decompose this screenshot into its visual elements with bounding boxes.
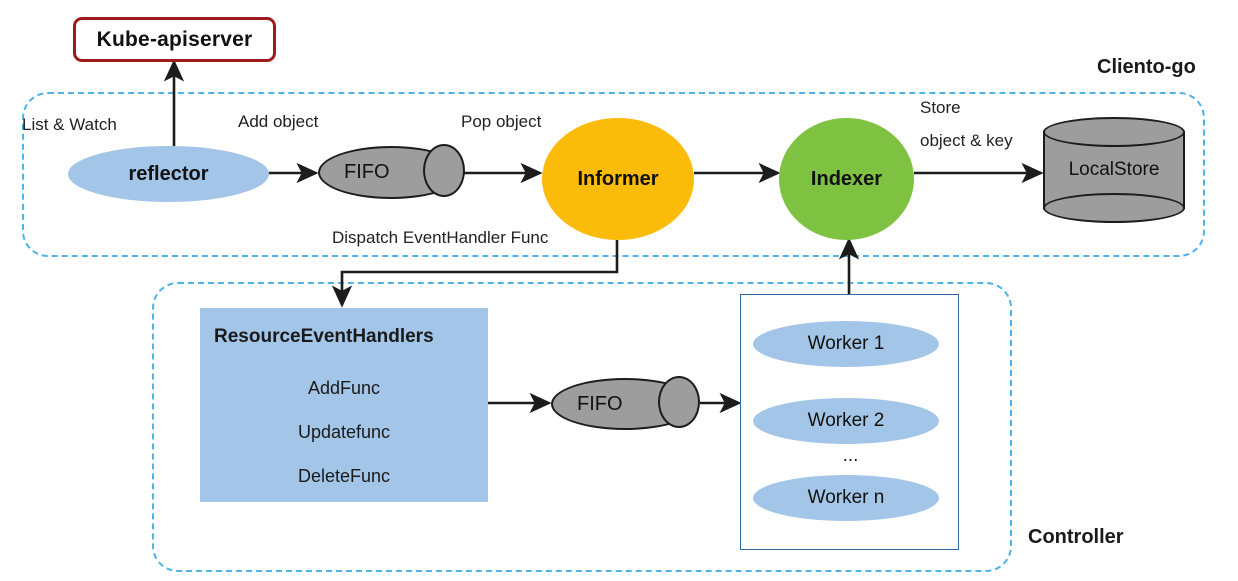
edge-label-pop-object: Pop object xyxy=(461,112,542,131)
node-kube-apiserver[interactable]: Kube-apiserver xyxy=(73,17,276,62)
worker-ellipsis: ... xyxy=(842,445,859,466)
group-label-client-go: Cliento-go xyxy=(1097,56,1196,78)
node-worker-n[interactable]: Worker n xyxy=(753,475,939,521)
node-resource-event-handlers[interactable]: ResourceEventHandlers AddFunc Updatefunc… xyxy=(200,308,488,502)
group-label-controller: Controller xyxy=(1028,526,1124,548)
node-worker-1-label: Worker 1 xyxy=(807,333,885,354)
edge-label-store-line1: Store xyxy=(920,98,961,117)
node-fifo-top-label: FIFO xyxy=(344,161,390,183)
localstore-top xyxy=(1043,117,1185,147)
node-fifo-bottom-label: FIFO xyxy=(577,392,623,415)
node-worker-n-label: Worker n xyxy=(807,487,885,508)
edge-label-list-watch: List & Watch xyxy=(22,115,117,134)
node-informer[interactable]: Informer xyxy=(542,118,694,240)
node-worker-2-label: Worker 2 xyxy=(807,410,885,431)
handlers-item-updatefunc: Updatefunc xyxy=(297,422,391,442)
node-reflector[interactable]: reflector xyxy=(68,146,269,202)
node-worker-1[interactable]: Worker 1 xyxy=(753,321,939,367)
node-indexer-label: Indexer xyxy=(810,167,883,190)
localstore-bottom xyxy=(1043,193,1185,223)
handlers-item-deletefunc: DeleteFunc xyxy=(297,466,391,486)
fifo-top-cap xyxy=(423,144,465,197)
node-localstore[interactable]: LocalStore xyxy=(1043,117,1185,223)
node-kube-apiserver-label: Kube-apiserver xyxy=(96,27,253,51)
worker-pool-box: Worker 1 Worker 2 ... Worker n xyxy=(740,294,959,550)
node-fifo-top[interactable]: FIFO xyxy=(318,144,465,199)
edge-label-store-line2: object & key xyxy=(920,131,1013,150)
node-informer-label: Informer xyxy=(577,167,659,190)
fifo-bottom-cap xyxy=(658,376,700,428)
node-fifo-bottom[interactable]: FIFO xyxy=(551,376,700,430)
edge-label-add-object: Add object xyxy=(238,112,319,131)
node-localstore-label: LocalStore xyxy=(1068,159,1160,180)
node-indexer[interactable]: Indexer xyxy=(779,118,914,240)
node-worker-2[interactable]: Worker 2 xyxy=(753,398,939,444)
handlers-item-addfunc: AddFunc xyxy=(307,378,381,398)
node-reflector-label: reflector xyxy=(128,162,209,185)
handlers-title: ResourceEventHandlers xyxy=(214,326,434,347)
edge-label-dispatch: Dispatch EventHandler Func xyxy=(332,228,549,247)
